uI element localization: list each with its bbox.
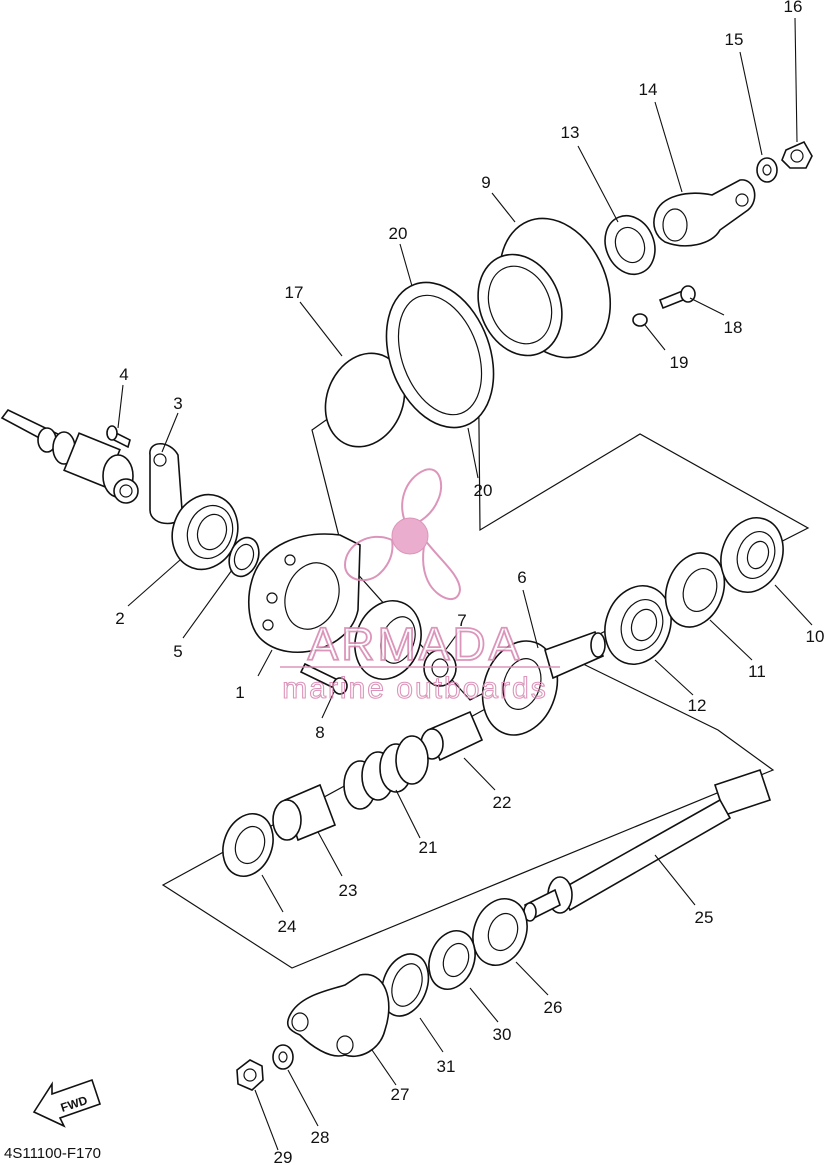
callout-6: 6: [517, 568, 526, 587]
yoke-14: [653, 179, 756, 247]
part-drawings: [0, 140, 813, 1091]
nut-29: [236, 1059, 264, 1091]
plate-3: [149, 442, 183, 525]
watermark-logo: ARMADA marine outboards: [280, 468, 560, 706]
bearing-2: [171, 493, 239, 571]
callout-labels: 1 2 3 4 5 6 7 8 9 10 11 12 13 14 15 16 1…: [115, 0, 824, 1165]
watermark-tagline: marine outboards: [282, 672, 547, 705]
callout-1: 1: [235, 683, 244, 702]
sleeve-22: [420, 710, 484, 762]
callout-21: 21: [419, 838, 438, 857]
bearing-housing-9: [477, 217, 612, 359]
collar-23: [272, 783, 337, 842]
diagram-code: 4S11100-F170: [4, 1145, 101, 1162]
callout-5: 5: [173, 642, 182, 661]
bearing-26: [472, 898, 528, 966]
bolt-4: [106, 425, 131, 449]
bearing-24: [222, 813, 274, 877]
callout-12: 12: [688, 696, 707, 715]
propeller-icon: [343, 468, 462, 600]
callout-31: 31: [437, 1057, 456, 1076]
callout-26: 26: [544, 998, 563, 1017]
gear-housing-1: [248, 533, 361, 654]
callout-11: 11: [748, 662, 766, 681]
gasket-20: [385, 281, 495, 429]
callout-16: 16: [784, 0, 803, 16]
callout-20-bottom: 20: [474, 481, 493, 500]
nut-16: [781, 140, 813, 169]
callout-8: 8: [315, 723, 324, 742]
ring-30: [428, 930, 476, 990]
bearing-12: [604, 585, 672, 665]
bearing-13: [604, 214, 656, 276]
callout-2: 2: [115, 609, 124, 628]
callout-7: 7: [457, 611, 466, 630]
callout-4: 4: [119, 365, 128, 384]
callout-9: 9: [481, 173, 490, 192]
callout-29: 29: [274, 1148, 293, 1165]
callout-14: 14: [639, 80, 658, 99]
callout-24: 24: [278, 917, 297, 936]
callout-19: 19: [670, 353, 689, 372]
input-shaft: [0, 408, 139, 504]
washer-28: [272, 1044, 294, 1070]
o-ring-17: [324, 352, 406, 448]
callout-28: 28: [311, 1128, 330, 1147]
callout-10: 10: [806, 627, 825, 646]
nut-7: [423, 649, 457, 687]
spring-21: [343, 735, 429, 810]
bearing-10: [720, 517, 784, 593]
callout-22: 22: [493, 793, 512, 812]
bolt-18: [658, 285, 696, 310]
yoke-27: [286, 973, 390, 1057]
output-shaft-25: [523, 768, 772, 922]
callout-3: 3: [173, 394, 182, 413]
callout-13: 13: [561, 123, 580, 142]
callout-17: 17: [285, 283, 304, 302]
bevel-gear-small: [354, 600, 422, 680]
fwd-arrow-icon: FWD: [32, 1078, 102, 1128]
callout-23: 23: [339, 881, 358, 900]
callout-20-top: 20: [389, 224, 408, 243]
callout-15: 15: [725, 30, 744, 49]
washer-19: [632, 313, 648, 327]
bolt-8: [299, 662, 348, 695]
callout-18: 18: [724, 318, 743, 337]
watermark-brand: ARMADA: [308, 618, 523, 670]
callout-30: 30: [493, 1025, 512, 1044]
callout-27: 27: [391, 1085, 410, 1104]
washer-15: [756, 157, 778, 183]
callout-25: 25: [695, 908, 714, 927]
ring-nut-11: [664, 552, 726, 628]
leader-lines: [117, 17, 813, 1151]
